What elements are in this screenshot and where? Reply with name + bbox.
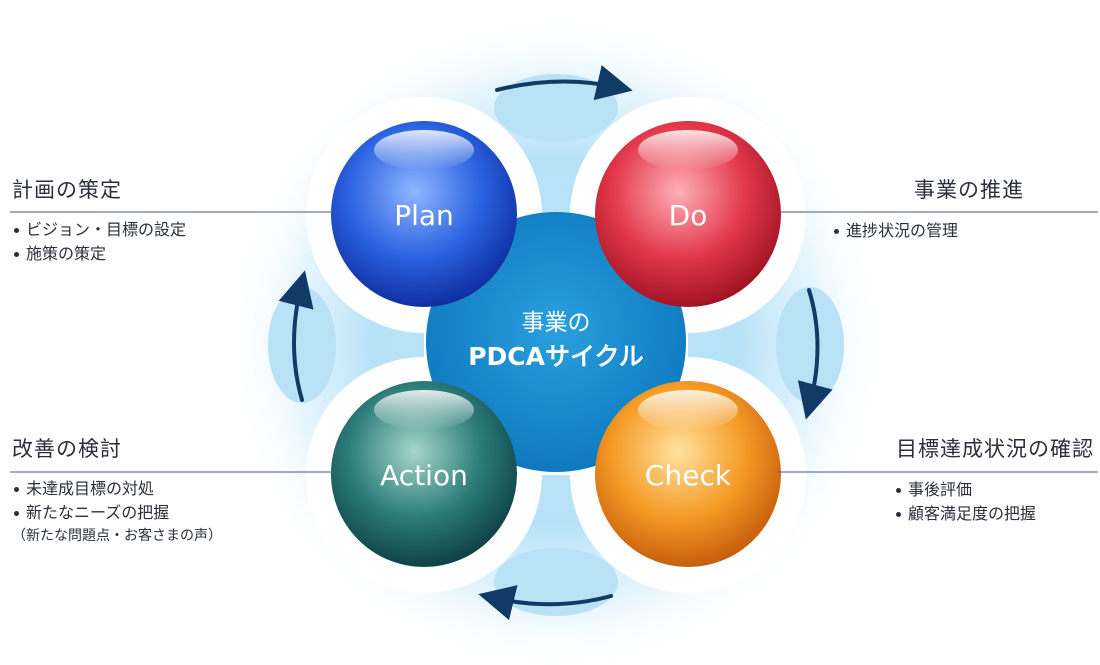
plan-label: Plan [394, 199, 454, 232]
action-block: 改善の検討 未達成目標の対処 新たなニーズの把握 （新たな問題点・お客さまの声） [12, 433, 222, 547]
action-item: 未達成目標の対処 [12, 477, 222, 501]
do-block-title: 事業の推進 [914, 178, 1024, 202]
plan-block: 計画の策定 ビジョン・目標の設定 施策の策定 [12, 174, 186, 266]
plan-item: ビジョン・目標の設定 [12, 218, 186, 242]
center-title-line1: 事業の [522, 310, 591, 336]
plan-gloss [374, 130, 474, 170]
action-circle: Action [331, 381, 517, 567]
check-item: 顧客満足度の把握 [894, 502, 1036, 526]
arrow-do-to-check [797, 288, 833, 420]
center-title-line2: PDCAサイクル [468, 342, 644, 371]
action-gloss [374, 390, 474, 430]
connector-rules [10, 211, 1098, 473]
action-block-list: 未達成目標の対処 新たなニーズの把握 [12, 477, 222, 525]
check-circle: Check [595, 381, 781, 567]
plan-block-title: 計画の策定 [12, 178, 122, 202]
action-block-note: （新たな問題点・お客さまの声） [12, 528, 222, 544]
action-label: Action [380, 459, 468, 492]
quatrefoil-notches [268, 74, 844, 616]
check-label: Check [645, 459, 732, 492]
action-item: 新たなニーズの把握 [12, 501, 222, 525]
check-block-list: 事後評価 顧客満足度の把握 [894, 478, 1036, 526]
action-block-title: 改善の検討 [12, 437, 122, 461]
check-block-title: 目標達成状況の確認 [896, 437, 1094, 461]
check-item: 事後評価 [894, 478, 1036, 502]
do-gloss [638, 130, 738, 170]
arrow-action-to-plan [278, 270, 314, 402]
do-block: 事業の推進 進捗状況の管理 [833, 174, 1024, 240]
plan-block-list: ビジョン・目標の設定 施策の策定 [12, 218, 186, 266]
do-item: 進捗状況の管理 [832, 219, 958, 243]
do-circle: Do [595, 121, 781, 307]
do-label: Do [669, 199, 708, 232]
arrow-plan-to-do [495, 65, 633, 101]
plan-item: 施策の策定 [12, 242, 186, 266]
check-block: 目標達成状況の確認 事後評価 顧客満足度の把握 [895, 433, 1094, 523]
check-gloss [638, 390, 738, 430]
plan-circle: Plan [331, 121, 517, 307]
cycle-arrows [278, 65, 833, 621]
do-block-list: 進捗状況の管理 [832, 219, 958, 243]
arrow-check-to-action [478, 585, 613, 621]
